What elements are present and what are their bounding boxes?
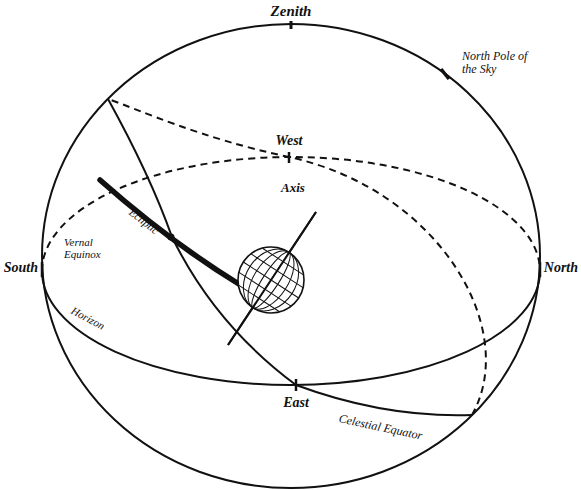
sky-label: Zenith (271, 3, 312, 20)
earth-globe (225, 212, 316, 345)
north-tick (539, 262, 542, 277)
pole-tick (441, 69, 449, 79)
sky-label: Vernal Equinox (64, 236, 120, 260)
sky-label: Horizon (69, 304, 107, 332)
sky-label: Celestial Equator (337, 413, 423, 444)
sky-label: North (544, 260, 578, 275)
sky-label: West (276, 133, 303, 148)
sky-label: Ecliptic (127, 206, 161, 237)
sky-label: East (283, 395, 309, 410)
sky-label: Axis (281, 181, 305, 195)
sky-label: South (4, 260, 38, 275)
zenith-tick (290, 21, 293, 29)
east-tick (295, 379, 298, 391)
equinox-point (169, 235, 174, 240)
south-tick (41, 262, 44, 277)
earth-axis (228, 212, 316, 345)
sky-label: North Pole of the Sky (462, 50, 530, 76)
equator-front (108, 99, 472, 415)
equator-back (108, 99, 486, 415)
ecliptic-line (100, 180, 242, 286)
west-tick (288, 152, 291, 163)
sky-sphere (42, 24, 540, 488)
